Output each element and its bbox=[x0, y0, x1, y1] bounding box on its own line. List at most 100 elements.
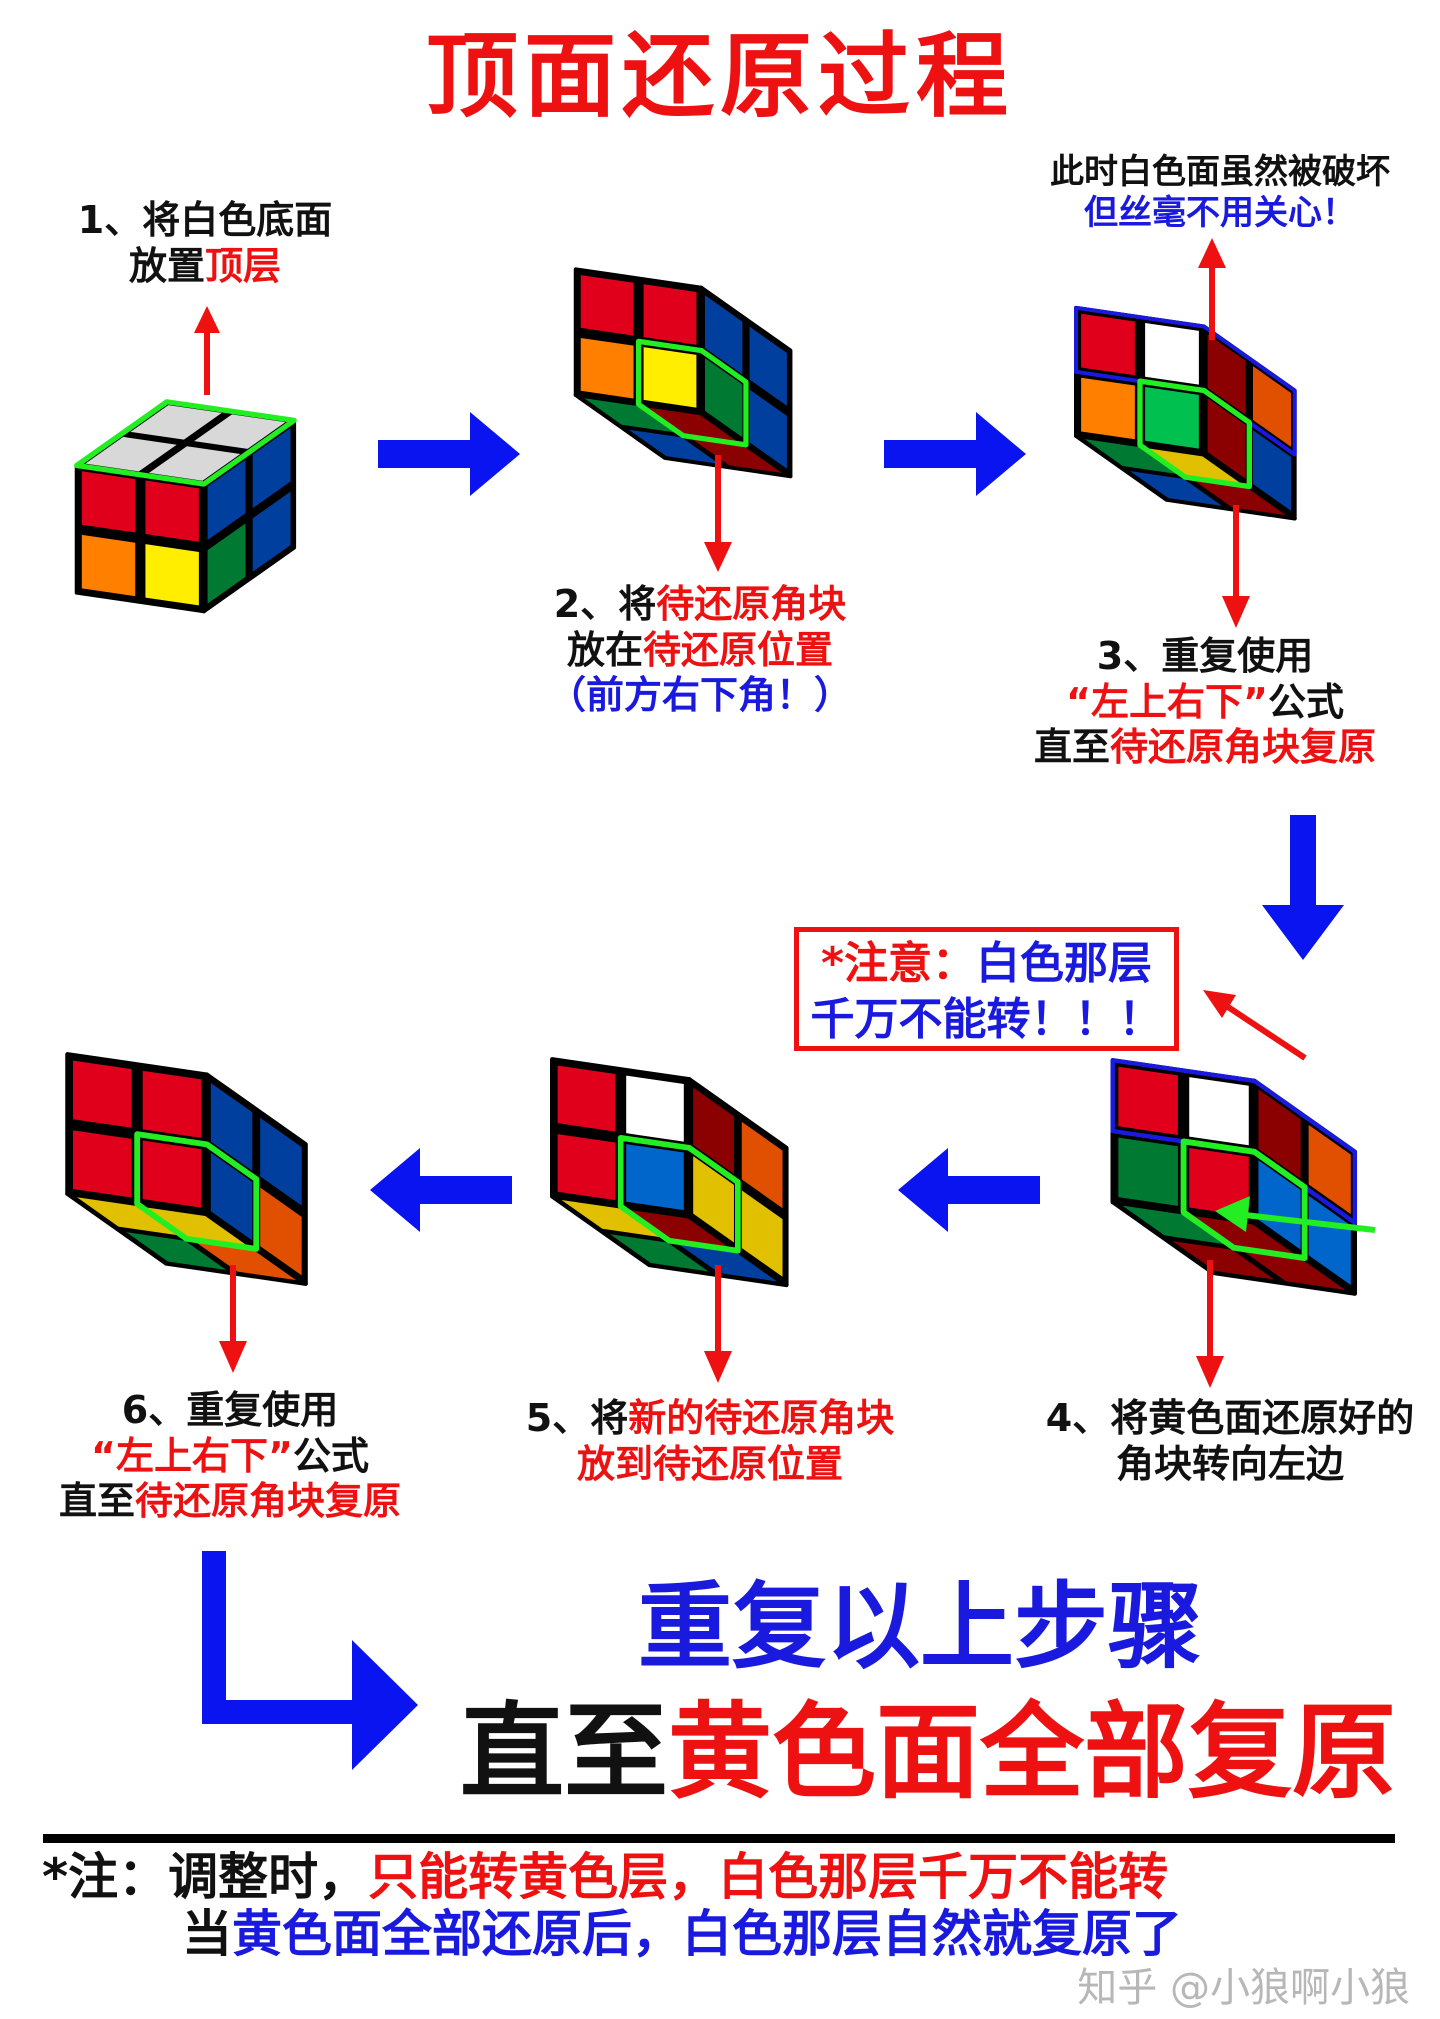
text-highlight: 黄色面全部还原后，白色那层自然就复原了 bbox=[232, 1905, 1182, 1963]
step-3-line: “左上右下”公式 bbox=[1005, 680, 1405, 726]
layer-outline bbox=[1074, 305, 1297, 457]
side-sticker bbox=[741, 1121, 783, 1209]
step-1-line: 1、将白色底面 bbox=[77, 198, 333, 242]
warning-box: *注意：白色那层 千万不能转！！！ bbox=[794, 927, 1179, 1051]
text-highlight: 待还原角块复原 bbox=[135, 1479, 402, 1524]
text: 放在 bbox=[566, 627, 643, 672]
arrow-head bbox=[1198, 238, 1226, 268]
front-sticker bbox=[1081, 377, 1135, 440]
side-sticker bbox=[207, 459, 246, 540]
side-sticker bbox=[210, 1152, 253, 1241]
front-sticker bbox=[81, 471, 136, 533]
bottom-sticker bbox=[1243, 1251, 1346, 1290]
text: 放置 bbox=[128, 243, 205, 288]
step-3-caption: 3、重复使用 “左上右下”公式 直至待还原角块复原 bbox=[1005, 634, 1405, 771]
text: 公式 bbox=[292, 1433, 369, 1478]
cube-6 bbox=[65, 1052, 308, 1286]
step-6-line: 6、重复使用 bbox=[121, 1388, 339, 1432]
footnote-line-2: 当黄色面全部还原后，白色那层自然就复原了 bbox=[182, 1907, 1182, 1962]
step-6-line: “左上右下”公式 bbox=[30, 1434, 430, 1480]
bottom-sticker bbox=[630, 1209, 729, 1248]
text: 直至 bbox=[460, 1691, 669, 1813]
formula: “左上右下” bbox=[1066, 679, 1268, 724]
arrow-head bbox=[1203, 990, 1236, 1018]
side-sticker bbox=[1207, 334, 1246, 415]
step-5-caption: 5、将新的待还原角块 放到待还原位置 bbox=[500, 1396, 920, 1487]
text-highlight: 顶层 bbox=[205, 243, 282, 288]
bottom-sticker bbox=[1130, 471, 1222, 506]
text-highlight: 新的待还原角块 bbox=[628, 1396, 895, 1440]
front-sticker bbox=[1145, 323, 1199, 385]
side-sticker bbox=[210, 1082, 253, 1171]
step-2-line: 2、将待还原角块 bbox=[520, 582, 880, 628]
blue-arrow-right-icon bbox=[884, 412, 1026, 496]
step-2-hint: （前方右下角！） bbox=[547, 673, 852, 718]
blue-arrow-down-icon bbox=[1262, 815, 1344, 960]
cube-4 bbox=[1110, 1058, 1358, 1296]
text-highlight: 黄色面全部复原 bbox=[668, 1691, 1397, 1813]
step-5-line: 5、将新的待还原角块 bbox=[500, 1396, 920, 1442]
warning-label: *注意： bbox=[820, 938, 976, 989]
repeat-heading: 重复以上步骤 bbox=[637, 1573, 1202, 1682]
blue-arrow-left-icon bbox=[370, 1148, 512, 1232]
bottom-sticker bbox=[678, 1244, 778, 1282]
bottom-sticker bbox=[628, 429, 720, 464]
front-sticker bbox=[73, 1060, 132, 1128]
arrow-head bbox=[194, 306, 220, 333]
front-sticker bbox=[1081, 313, 1135, 376]
side-sticker bbox=[252, 428, 291, 509]
side-sticker bbox=[1252, 366, 1292, 447]
side-sticker bbox=[260, 1117, 302, 1206]
bottom-sticker bbox=[146, 1207, 247, 1246]
front-sticker bbox=[145, 544, 199, 606]
text: 5、将 bbox=[525, 1396, 629, 1440]
bottom-sticker bbox=[647, 407, 738, 442]
layer-outline bbox=[1110, 1058, 1358, 1225]
bottom-sticker bbox=[1193, 1215, 1295, 1255]
bottom-sticker bbox=[1122, 1205, 1225, 1245]
bottom-sticker bbox=[1084, 439, 1177, 474]
step-5-line: 放到待还原位置 bbox=[576, 1441, 843, 1486]
front-sticker bbox=[626, 1075, 684, 1142]
blue-arrow-right-icon bbox=[378, 412, 520, 496]
text: 当 bbox=[182, 1905, 232, 1963]
bottom-sticker bbox=[1194, 480, 1286, 516]
front-sticker bbox=[81, 534, 136, 597]
side-sticker bbox=[749, 389, 787, 469]
bottom-sticker bbox=[126, 1232, 227, 1270]
red-arrow-diagonal-icon bbox=[1223, 1002, 1307, 1061]
front-sticker bbox=[580, 275, 634, 336]
top-sticker bbox=[194, 414, 286, 449]
side-sticker bbox=[1258, 1089, 1301, 1179]
top-sticker bbox=[149, 446, 241, 481]
corner-highlight-outline bbox=[617, 1135, 741, 1254]
bottom-sticker bbox=[1148, 448, 1241, 484]
green-arrow-left-icon bbox=[1244, 1212, 1376, 1233]
side-sticker bbox=[741, 1190, 783, 1277]
text-highlight: 待还原角块 bbox=[656, 582, 847, 626]
text: 白色那层 bbox=[976, 938, 1152, 989]
bottom-sticker bbox=[76, 1197, 177, 1236]
highlight-outline bbox=[74, 399, 297, 487]
blue-arrow-left-icon bbox=[898, 1148, 1040, 1232]
step-3-line: 3、重复使用 bbox=[1096, 634, 1314, 678]
corner-highlight-outline bbox=[1137, 378, 1252, 490]
front-sticker bbox=[557, 1134, 616, 1201]
top-sticker bbox=[130, 405, 222, 440]
arrow-head bbox=[1196, 1356, 1224, 1388]
blue-turn-arrow-icon bbox=[202, 1551, 418, 1770]
divider bbox=[43, 1834, 1395, 1843]
side-sticker bbox=[1258, 1160, 1301, 1250]
corner-highlight-outline bbox=[635, 338, 749, 448]
arrow-head bbox=[704, 1351, 732, 1383]
front-sticker bbox=[145, 480, 199, 542]
bottom-sticker bbox=[561, 1199, 660, 1238]
front-sticker bbox=[1145, 387, 1199, 449]
front-sticker bbox=[557, 1065, 616, 1132]
front-sticker bbox=[1189, 1147, 1249, 1217]
side-sticker bbox=[1252, 430, 1292, 511]
page-title: 顶面还原过程 bbox=[425, 23, 1014, 130]
front-sticker bbox=[142, 1070, 202, 1138]
front-sticker bbox=[643, 284, 697, 345]
